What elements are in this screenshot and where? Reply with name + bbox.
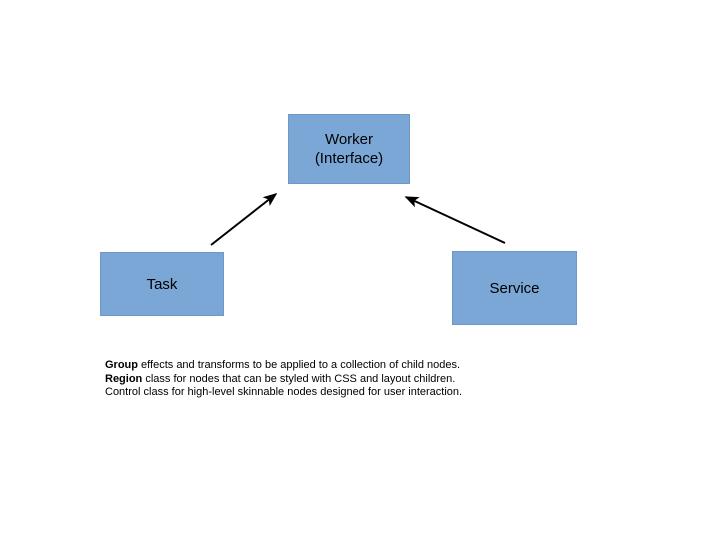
note-line-rest: class for nodes that can be styled with …: [142, 372, 456, 385]
note-line-lead: Control: [105, 386, 141, 399]
note-line: Control class for high-level skinnable n…: [105, 386, 505, 400]
node-service-label: Service: [489, 279, 540, 297]
note-line-lead: Group: [105, 359, 138, 371]
node-task-label: Task: [146, 275, 178, 293]
note-line-rest: class for high-level skinnable nodes des…: [140, 386, 463, 399]
node-worker[interactable]: Worker (Interface): [288, 114, 410, 184]
note-line: Group effects and transforms to be appli…: [105, 359, 505, 373]
node-worker-label: Worker (Interface): [314, 131, 384, 167]
note-line: Region class for nodes that can be style…: [105, 373, 505, 387]
notes-text-block: Group effects and transforms to be appli…: [105, 359, 505, 400]
note-line-rest: effects and transforms to be applied to …: [138, 359, 461, 371]
arrow-service-to-worker: [404, 196, 506, 244]
note-line-lead: Region: [105, 372, 143, 385]
node-service[interactable]: Service: [452, 251, 577, 325]
arrow-task-to-worker: [210, 193, 278, 246]
node-task[interactable]: Task: [100, 252, 224, 316]
